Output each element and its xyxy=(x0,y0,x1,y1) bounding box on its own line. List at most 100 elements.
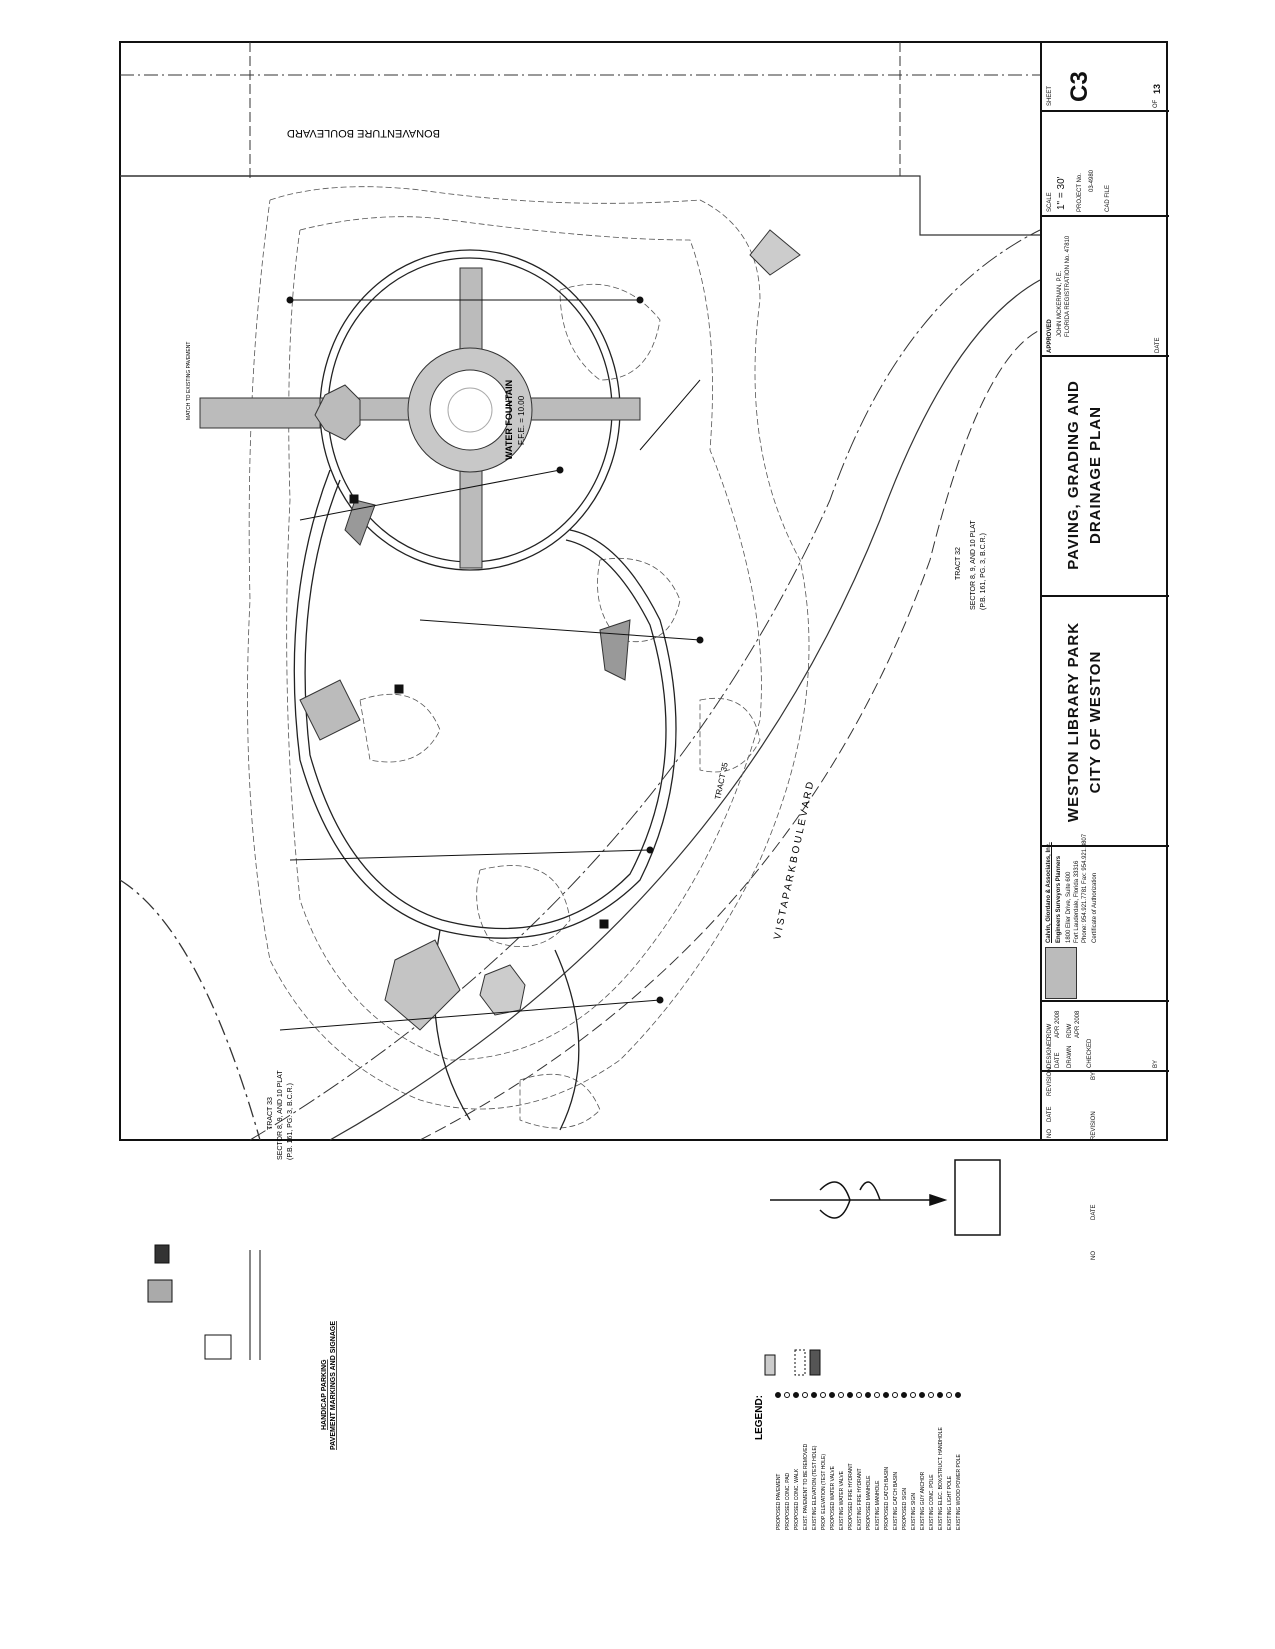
approved-label: APPROVED xyxy=(1047,319,1053,353)
firm-cell: Calvin, Giordano & Associates, Inc. Engi… xyxy=(1042,834,1169,1002)
tract32-label: TRACT 32 xyxy=(955,547,962,580)
drawn-date: APR 2008 xyxy=(1075,1010,1081,1038)
project-cell: WESTON LIBRARY PARK CITY OF WESTON xyxy=(1042,595,1169,847)
legend-item: EXISTING CONC. POLE xyxy=(929,1474,935,1530)
legend-item: EXISTING CATCH BASIN xyxy=(893,1472,899,1530)
legend-item: PROPOSED WATER VALVE xyxy=(830,1465,836,1530)
legend-symbol xyxy=(946,1392,952,1398)
plan-title-cell: PAVING, GRADING AND DRAINAGE PLAN xyxy=(1042,355,1169,597)
handicap-parking-detail xyxy=(147,1244,261,1360)
plan-title-line1: PAVING, GRADING AND xyxy=(1065,380,1082,570)
north-arrow xyxy=(770,1181,948,1219)
drainage-pipes xyxy=(279,296,704,1031)
legend-item: EXISTING GUY ANCHOR xyxy=(920,1471,926,1530)
legend-symbol xyxy=(802,1392,808,1398)
legend-symbol xyxy=(811,1392,817,1398)
legend-title: LEGEND: xyxy=(754,1395,765,1440)
legend-item: EXISTING MANHOLE xyxy=(875,1480,881,1530)
firm-address1: 1800 Eller Drive, Suite 600 xyxy=(1066,871,1072,943)
cross-walkway xyxy=(199,229,801,1031)
rev-by-header: BY xyxy=(1091,1071,1097,1080)
designed-by: RDW xyxy=(1047,1023,1053,1038)
rev-date2-header: DATE xyxy=(1091,1204,1097,1220)
legend-symbol xyxy=(838,1392,844,1398)
tract32-plat: SECTOR 8, 9, AND 10 PLAT xyxy=(970,520,977,610)
vista-park-label: V I S T A P A R K B O U L E V A R D xyxy=(772,781,816,941)
tract33-plat: SECTOR 8, 9, AND 10 PLAT xyxy=(277,1070,284,1160)
firm-logo xyxy=(1045,947,1077,999)
project-name: WESTON LIBRARY PARK xyxy=(1065,621,1082,823)
rev-date-header: DATE xyxy=(1047,1106,1053,1122)
legend-item: EXISTING LIGHT POLE xyxy=(947,1475,953,1530)
project-no-label: PROJECT No. xyxy=(1077,173,1083,212)
legend-symbol xyxy=(820,1392,826,1398)
legend-item: PROPOSED CONC. WALK xyxy=(794,1468,800,1530)
legend-symbol xyxy=(829,1392,835,1398)
legend-item: PROP. ELEVATION (TEST HOLE) xyxy=(821,1454,827,1530)
legend-item: EXISTING WATER VALVE xyxy=(839,1470,845,1530)
ffe-label: F.F.E. = 10.00 xyxy=(517,395,526,445)
sheet-number: C3 xyxy=(1066,71,1093,102)
legend-symbol xyxy=(892,1392,898,1398)
checked-label: CHECKED xyxy=(1087,1038,1093,1068)
title-block: SHEET C3 OF 13 SCALE 1" = 30' PROJECT No… xyxy=(1040,42,1169,1140)
by-label: BY xyxy=(1153,1059,1159,1068)
legend-symbol xyxy=(865,1392,871,1398)
scale-label: SCALE xyxy=(1047,192,1053,212)
match-existing-note: MATCH TO EXISTING PAVEMENT xyxy=(186,342,192,420)
bonaventure-road xyxy=(120,42,1040,236)
detail-title-2: PAVEMENT MARKINGS AND SIGNAGE xyxy=(330,1321,337,1450)
legend-symbol xyxy=(928,1392,934,1398)
legend-symbol xyxy=(793,1392,799,1398)
legend-symbol xyxy=(955,1392,961,1398)
rev-no-header: NO xyxy=(1047,1129,1053,1138)
sheet-border xyxy=(119,41,1168,1141)
rev-revision2-header: REVISION xyxy=(1091,1111,1097,1140)
sheet-label: SHEET xyxy=(1047,85,1053,106)
detail-title-1: HANDICAP PARKING xyxy=(321,1359,328,1430)
tract33-label: TRACT 33 xyxy=(267,1097,274,1130)
firm-address2: Fort Lauderdale, Florida 33316 xyxy=(1074,860,1080,943)
vista-park-road xyxy=(119,229,1041,1141)
approval-date-label: DATE xyxy=(1155,337,1161,353)
revision-cell: NO DATE REVISION xyxy=(1042,1067,1169,1142)
legend-symbol xyxy=(784,1392,790,1398)
plan-title-line2: DRAINAGE PLAN xyxy=(1087,406,1104,545)
legend-item: EXISTING ELEVATION (TEST HOLE) xyxy=(812,1445,818,1530)
legend-symbol xyxy=(901,1392,907,1398)
rev-revision-header: REVISION xyxy=(1047,1067,1053,1096)
firm-name: Calvin, Giordano & Associates, Inc. xyxy=(1046,842,1052,943)
scale-cell: SCALE 1" = 30' PROJECT No. 03-4980 CAD F… xyxy=(1042,110,1169,217)
legend-symbol xyxy=(856,1392,862,1398)
call-before-dig-stamp xyxy=(954,1159,1001,1236)
cad-file-label: CAD FILE xyxy=(1105,184,1111,212)
legend-symbol xyxy=(847,1392,853,1398)
legend-item: PROPOSED PAVEMENT xyxy=(776,1474,782,1531)
approved-by: JOHN MCKERNAN, P.E. xyxy=(1057,270,1063,337)
tract32-book: (P.B. 161, PG. 3, B.C.R.) xyxy=(980,533,987,610)
designed-date: APR 2008 xyxy=(1055,1010,1061,1038)
legend-item: EXISTING SIGN xyxy=(911,1493,917,1530)
legend-item: EXISTING FIRE HYDRANT xyxy=(857,1468,863,1530)
legend-symbols xyxy=(764,1349,821,1376)
client-name: CITY OF WESTON xyxy=(1087,650,1104,794)
bonaventure-label: BONAVENTURE BOULEVARD xyxy=(287,127,440,139)
legend-symbol xyxy=(919,1392,925,1398)
project-no: 03-4980 xyxy=(1089,169,1095,192)
design-cell: DESIGNED RDW DATE APR 2008 DRAWN RDW APR… xyxy=(1042,1000,1169,1072)
tract33-book: (P.B. 161, PG. 3, B.C.R.) xyxy=(287,1083,294,1160)
legend-item: PROPOSED SIGN xyxy=(902,1488,908,1530)
scale-value: 1" = 30' xyxy=(1056,176,1067,210)
water-fountain-label: WATER FOUNTAIN xyxy=(504,380,514,460)
legend-item: EXISTING WOOD POWER POLE xyxy=(956,1453,962,1530)
legend-item: PROPOSED FIRE HYDRANT xyxy=(848,1463,854,1530)
legend-symbol xyxy=(775,1392,781,1398)
designed-date-label: DATE xyxy=(1055,1052,1061,1068)
of-label: OF xyxy=(1153,99,1159,108)
total-sheets: 13 xyxy=(1152,83,1162,94)
legend-symbol xyxy=(910,1392,916,1398)
firm-phone: Phone: 954.921.7781 Fax: 954.921.8807 xyxy=(1082,833,1088,943)
registration: FLORIDA REGISTRATION No. 47810 xyxy=(1065,235,1071,337)
